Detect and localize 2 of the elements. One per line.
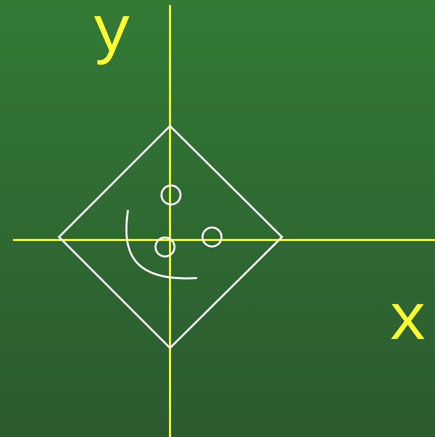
y-axis-label: y bbox=[92, 4, 132, 64]
x-axis-label: x bbox=[388, 292, 428, 352]
